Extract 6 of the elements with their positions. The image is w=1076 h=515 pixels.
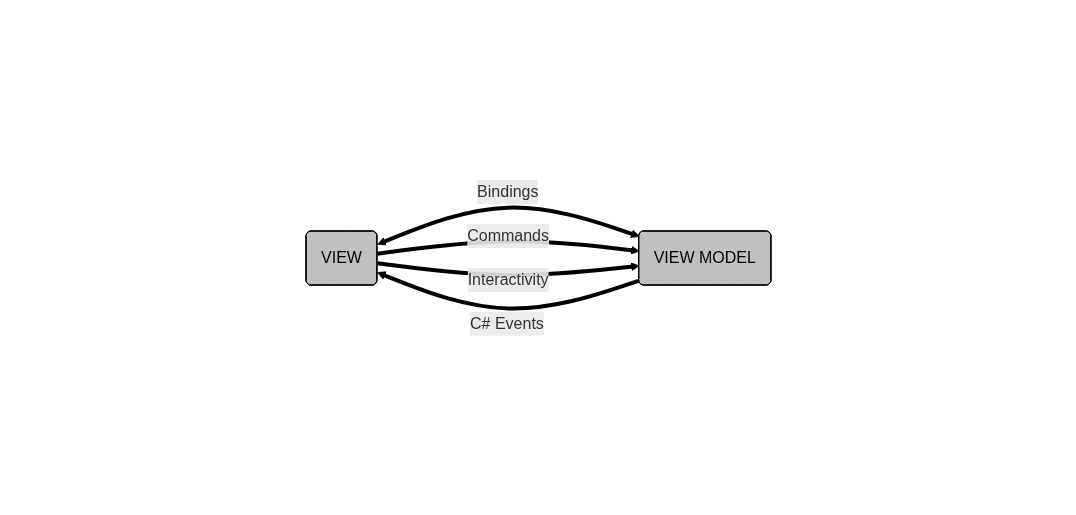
edge-label: C# Events <box>469 314 544 332</box>
edge-label: Commands <box>466 226 549 244</box>
arrow <box>376 205 640 246</box>
edge-label: Bindings <box>476 182 539 200</box>
arrow <box>376 271 640 311</box>
edge-label: Interactivity <box>467 270 549 288</box>
